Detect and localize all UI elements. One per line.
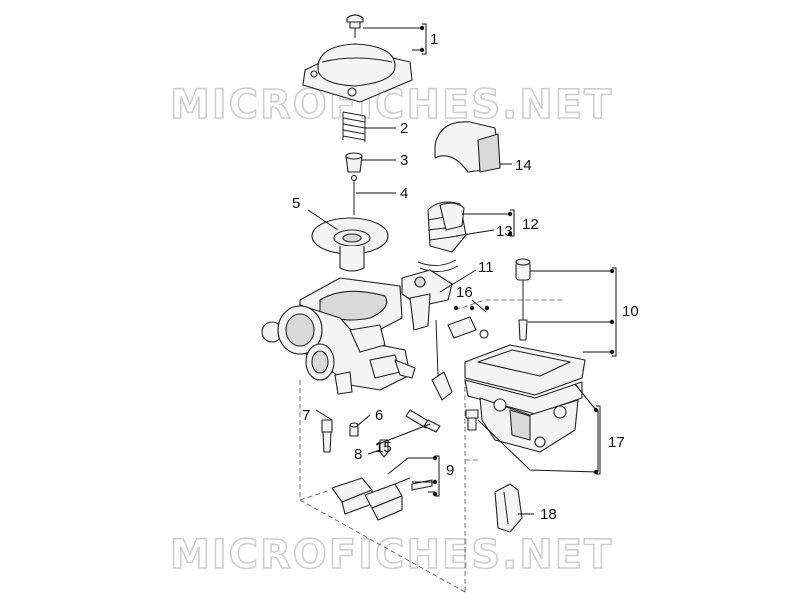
callout-12: 12 bbox=[522, 216, 539, 233]
part-float-bowl bbox=[464, 344, 586, 453]
part-bowl-needle bbox=[515, 258, 531, 341]
part-needle-holder bbox=[345, 152, 363, 173]
callout-4: 4 bbox=[400, 185, 408, 202]
part-pilot-screw bbox=[321, 419, 333, 453]
callout-11: 11 bbox=[478, 259, 494, 276]
callout-7: 7 bbox=[302, 407, 310, 424]
part-main-jet bbox=[405, 409, 441, 433]
part-starter-housing bbox=[401, 269, 453, 331]
callout-17: 17 bbox=[608, 434, 625, 451]
watermark-bottom: MICROFICHES.NET bbox=[170, 532, 613, 578]
part-top-cover bbox=[302, 14, 413, 103]
callout-14: 14 bbox=[515, 157, 532, 174]
part-diaphragm-slide bbox=[311, 217, 389, 272]
part-float bbox=[331, 477, 433, 521]
callout-6: 6 bbox=[375, 407, 383, 424]
callout-2: 2 bbox=[400, 120, 408, 137]
callout-3: 3 bbox=[400, 152, 408, 169]
leader-lines bbox=[307, 23, 617, 515]
callout-10: 10 bbox=[622, 303, 639, 320]
part-cover-cap bbox=[434, 121, 501, 173]
callout-18: 18 bbox=[540, 506, 557, 523]
callout-1: 1 bbox=[430, 31, 438, 48]
callout-13: 13 bbox=[496, 223, 513, 240]
callout-5: 5 bbox=[292, 195, 300, 212]
part-jet-small bbox=[349, 422, 359, 437]
leader-dots bbox=[419, 25, 615, 497]
part-starter-valve bbox=[417, 201, 467, 272]
part-spring bbox=[342, 111, 366, 142]
callout-numbers: 1 2 3 4 5 6 7 8 9 10 11 12 13 14 15 16 1… bbox=[292, 31, 639, 523]
callout-16: 16 bbox=[456, 284, 473, 301]
part-needle bbox=[350, 174, 358, 215]
part-clip bbox=[494, 483, 523, 533]
callout-15: 15 bbox=[375, 439, 392, 456]
part-carburetor-body bbox=[261, 277, 416, 395]
callout-9: 9 bbox=[446, 462, 454, 479]
part-hose-fitting bbox=[431, 316, 489, 401]
callout-8: 8 bbox=[354, 446, 362, 463]
assembly-guides bbox=[299, 299, 565, 593]
